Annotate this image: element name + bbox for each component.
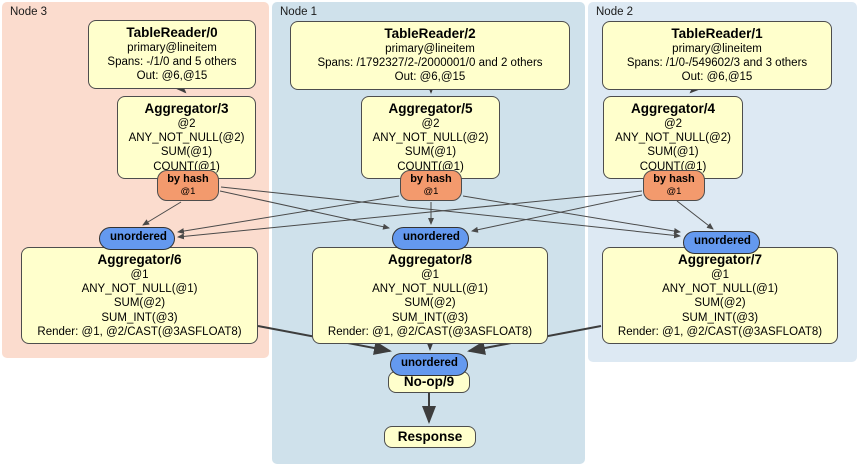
processor-line: Out: @6,@15 [394, 71, 466, 84]
processor-line: @2 [421, 118, 440, 130]
processor-line: ANY_NOT_NULL(@2) [128, 132, 245, 145]
processor-response: Response [384, 426, 476, 448]
processor-tablereader-1: TableReader/1 primary@lineitem Spans: /1… [602, 21, 832, 90]
processor-line: @2 [177, 118, 196, 130]
processor-line: Out: @6,@15 [136, 70, 208, 83]
sync-unordered-node2: unordered [683, 231, 760, 254]
processor-title: TableReader/2 [384, 26, 476, 41]
processor-line: ANY_NOT_NULL(@1) [662, 283, 778, 296]
region-node-1-label: Node 1 [280, 6, 318, 18]
processor-line: ANY_NOT_NULL(@1) [372, 283, 488, 296]
router-label: by hash [167, 173, 209, 185]
processor-tablereader-2: TableReader/2 primary@lineitem Spans: /1… [290, 21, 570, 90]
router-label: by hash [410, 173, 452, 185]
processor-line: Spans: /1792327/2-/2000001/0 and 2 other… [317, 57, 543, 70]
processor-aggregator-3: Aggregator/3 @2 ANY_NOT_NULL(@2) SUM(@1)… [117, 96, 256, 179]
processor-line: COUNT(@1) [397, 160, 464, 173]
processor-title: Aggregator/6 [97, 252, 182, 267]
processor-title: Response [397, 429, 463, 444]
processor-title: Aggregator/4 [630, 101, 715, 116]
processor-line: SUM(@1) [404, 146, 457, 159]
processor-line: COUNT(@1) [639, 160, 707, 173]
processor-aggregator-4: Aggregator/4 @2 ANY_NOT_NULL(@2) SUM(@1)… [603, 96, 743, 179]
processor-title: Aggregator/5 [388, 101, 473, 116]
processor-aggregator-5: Aggregator/5 @2 ANY_NOT_NULL(@2) SUM(@1)… [361, 96, 500, 179]
processor-title: TableReader/0 [126, 25, 218, 40]
processor-line: SUM(@1) [160, 146, 213, 159]
processor-line: Render: @1, @2/CAST(@3ASFLOAT8) [327, 325, 533, 338]
processor-line: SUM(@2) [694, 297, 746, 310]
processor-line: Out: @6,@15 [681, 71, 753, 84]
processor-line: ANY_NOT_NULL(@1) [81, 283, 198, 296]
processor-title: Aggregator/7 [677, 252, 762, 267]
processor-line: COUNT(@1) [153, 160, 220, 173]
region-node-3-label: Node 3 [10, 6, 48, 18]
sync-unordered-final: unordered [390, 353, 468, 376]
sync-unordered-node1: unordered [392, 227, 469, 250]
sync-unordered-node3: unordered [99, 227, 175, 250]
processor-line: primary@lineitem [672, 43, 762, 55]
processor-line: SUM_INT(@3) [391, 311, 469, 324]
processor-title: Aggregator/3 [144, 101, 229, 116]
processor-line: primary@lineitem [127, 42, 217, 54]
processor-line: Spans: -/1/0 and 5 others [107, 56, 237, 69]
processor-aggregator-7: Aggregator/7 @1 ANY_NOT_NULL(@1) SUM(@2)… [602, 247, 838, 345]
processor-line: Spans: /1/0-/549602/3 and 3 others [626, 57, 808, 70]
router-by-hash-node3: by hash @1 [157, 170, 219, 201]
processor-line: ANY_NOT_NULL(@2) [372, 132, 489, 145]
processor-line: @1 [130, 269, 149, 281]
router-by-hash-node2: by hash @1 [643, 170, 705, 201]
processor-line: primary@lineitem [385, 43, 475, 55]
processor-line: SUM(@2) [404, 297, 456, 310]
processor-tablereader-0: TableReader/0 primary@lineitem Spans: -/… [88, 20, 256, 89]
processor-title: No-op/9 [403, 374, 455, 389]
processor-line: SUM_INT(@3) [681, 311, 759, 324]
processor-line: @1 [420, 269, 440, 281]
processor-aggregator-6: Aggregator/6 @1 ANY_NOT_NULL(@1) SUM(@2)… [21, 247, 258, 345]
processor-noop-9: No-op/9 [388, 371, 470, 393]
processor-line: ANY_NOT_NULL(@2) [615, 132, 731, 145]
processor-line: @2 [663, 118, 683, 130]
processor-line: Render: @1, @2/CAST(@3ASFLOAT8) [617, 325, 823, 338]
router-detail: @1 [666, 186, 682, 197]
router-detail: @1 [180, 186, 196, 197]
processor-line: SUM_INT(@3) [101, 311, 178, 324]
processor-title: TableReader/1 [671, 26, 763, 41]
processor-line: Render: @1, @2/CAST(@3ASFLOAT8) [37, 325, 242, 338]
processor-line: SUM(@2) [113, 297, 166, 310]
router-label: by hash [653, 173, 695, 185]
router-detail: @1 [423, 186, 439, 197]
region-node-2-label: Node 2 [596, 6, 634, 18]
processor-title: Aggregator/8 [387, 252, 472, 267]
processor-line: @1 [710, 269, 730, 281]
router-by-hash-node1: by hash @1 [400, 170, 462, 201]
processor-aggregator-8: Aggregator/8 @1 ANY_NOT_NULL(@1) SUM(@2)… [312, 247, 548, 345]
processor-line: SUM(@1) [647, 146, 699, 159]
